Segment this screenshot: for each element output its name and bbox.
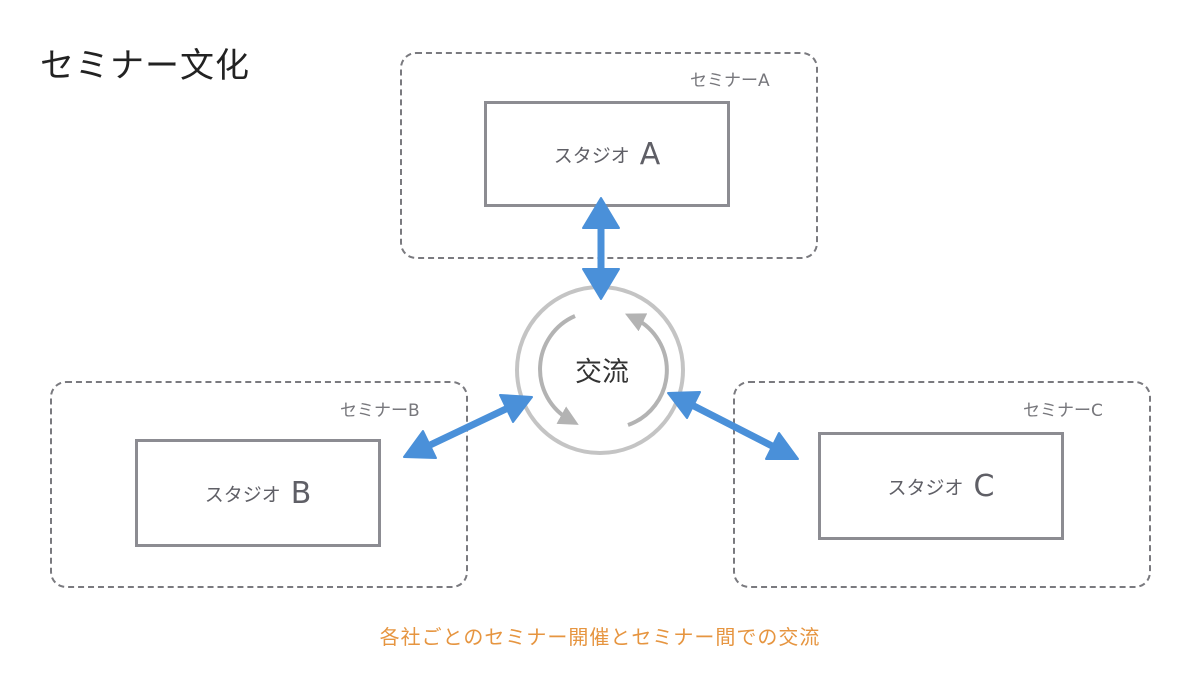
page-title: セミナー文化 bbox=[40, 46, 250, 86]
seminar-a-label: セミナーA bbox=[690, 71, 770, 91]
arrow-studio-b-exchange bbox=[403, 394, 533, 459]
cycle-arrow-right bbox=[624, 313, 669, 427]
seminar-a-group bbox=[400, 52, 818, 259]
studio-a-letter: A bbox=[639, 136, 661, 172]
seminar-b-group bbox=[50, 381, 468, 588]
cycle-arrow-left bbox=[538, 314, 579, 425]
studio-a-prefix: スタジオ bbox=[553, 144, 630, 167]
studio-c-letter: C bbox=[973, 468, 995, 504]
seminar-b-label: セミナーB bbox=[340, 401, 420, 421]
studio-a-box: スタジオ A bbox=[484, 101, 730, 207]
studio-c-prefix: スタジオ bbox=[887, 476, 964, 499]
seminar-c-label: セミナーC bbox=[1023, 401, 1103, 421]
exchange-label: 交流 bbox=[575, 357, 629, 388]
studio-c-box: スタジオ C bbox=[818, 432, 1064, 540]
arrow-studio-a-exchange bbox=[582, 197, 620, 300]
seminar-c-group bbox=[733, 381, 1151, 588]
studio-b-letter: B bbox=[290, 475, 312, 511]
studio-b-prefix: スタジオ bbox=[204, 483, 281, 506]
diagram-caption: 各社ごとのセミナー開催とセミナー間での交流 bbox=[379, 625, 821, 649]
arrow-studio-c-exchange bbox=[667, 391, 799, 460]
studio-b-box: スタジオ B bbox=[135, 439, 381, 547]
